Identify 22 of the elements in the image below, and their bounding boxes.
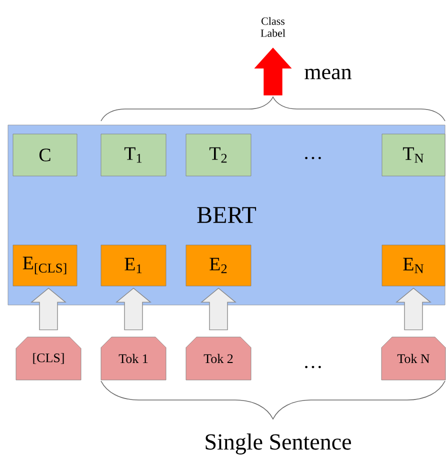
output-box: T$_{2}$	[186, 134, 252, 176]
output-box: C	[12, 134, 78, 176]
output-label: Class Label	[260, 17, 286, 37]
edge-label: mean	[303, 68, 353, 80]
caption: Single Sentence	[206, 434, 351, 454]
block-arrow	[116, 288, 152, 330]
block-arrow	[200, 288, 236, 330]
ellipsis: …	[305, 366, 321, 368]
block-arrow	[254, 48, 292, 96]
block-arrow	[30, 288, 66, 330]
embedding-box: E$_{[CLS]}$	[12, 244, 78, 286]
ellipsis: …	[305, 156, 321, 160]
token-box: Tok 1	[100, 336, 166, 380]
token-box: [CLS]	[16, 336, 82, 380]
embedding-box: E$_{N}$	[382, 244, 446, 286]
output-box: T$_{1}$	[100, 134, 166, 176]
output-box: T$_{N}$	[382, 134, 446, 176]
block-arrow	[396, 288, 432, 330]
token-box: Tok N	[381, 336, 446, 380]
token-box: Tok 2	[186, 336, 252, 380]
embedding-box: E$_{2}$	[186, 244, 252, 286]
embedding-box: E$_{1}$	[100, 244, 166, 286]
